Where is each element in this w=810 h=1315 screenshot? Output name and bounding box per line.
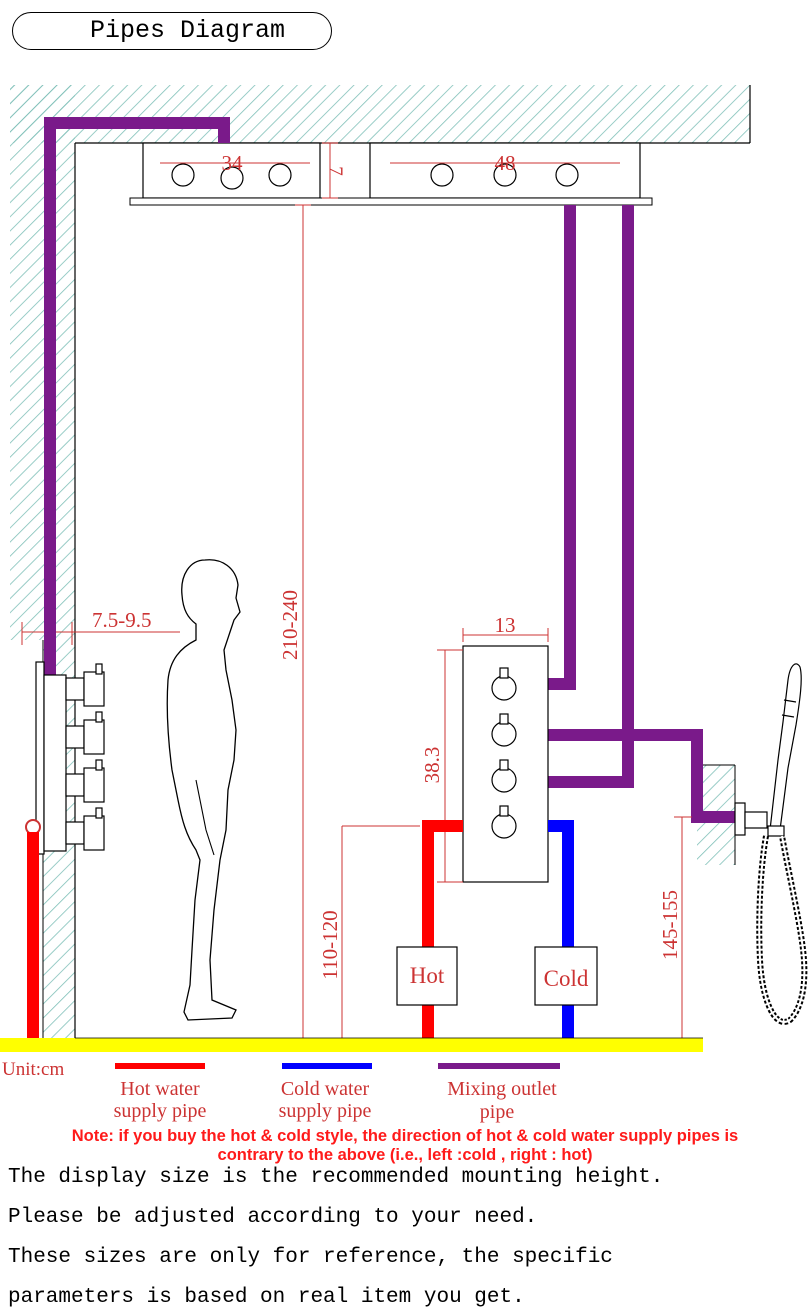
valve-dimension-lines bbox=[437, 628, 549, 883]
note-line-1: Note: if you buy the hot & cold style, t… bbox=[71, 1127, 739, 1145]
shower-hose-inner bbox=[758, 835, 806, 1023]
dim-wall-valve-depth: 7.5-9.5 bbox=[92, 608, 152, 632]
dim-ceiling-height: 210-240 bbox=[278, 590, 302, 660]
thermostatic-valve bbox=[462, 645, 549, 883]
dim-ceiling-panel-depth: 7 bbox=[325, 166, 346, 176]
hot-label: Hot bbox=[410, 963, 445, 988]
legend-mix-line2: pipe bbox=[480, 1101, 515, 1123]
wall-valve-side-view bbox=[25, 661, 105, 855]
hot-label-box bbox=[396, 946, 458, 1006]
note-line-2: contrary to the above (i.e., left :cold … bbox=[217, 1146, 593, 1164]
person-silhouette bbox=[166, 559, 241, 1021]
dim-valve-height: 38.3 bbox=[420, 747, 444, 784]
ceiling bbox=[10, 85, 751, 144]
ceiling-height-line bbox=[295, 204, 311, 1040]
person-arm bbox=[195, 779, 215, 856]
diagram-title: Pipes Diagram bbox=[90, 16, 286, 45]
info-line-1: The display size is the recommended moun… bbox=[8, 1166, 664, 1189]
left-wall bbox=[10, 85, 76, 1040]
legend-cold-line2: supply pipe bbox=[279, 1100, 372, 1122]
cold-label-box bbox=[534, 946, 598, 1006]
unit-label: Unit:cm bbox=[2, 1059, 64, 1080]
info-line-3: These sizes are only for reference, the … bbox=[8, 1246, 613, 1269]
handshower bbox=[734, 663, 802, 837]
cold-label: Cold bbox=[544, 966, 589, 991]
info-line-2: Please be adjusted according to your nee… bbox=[8, 1206, 538, 1229]
legend-hot-line2: supply pipe bbox=[114, 1100, 207, 1122]
dim-valve-width: 13 bbox=[495, 613, 516, 637]
cold-supply-pipe bbox=[548, 820, 574, 1040]
shower-hose bbox=[756, 835, 808, 1025]
ceiling-panel-right bbox=[369, 142, 641, 199]
valve-mount-height-line bbox=[341, 825, 420, 1040]
legend-mix-line1: Mixing outlet bbox=[447, 1078, 557, 1100]
dim-valve-mount-height: 110-120 bbox=[318, 910, 342, 979]
legend-hot-line1: Hot water bbox=[120, 1078, 200, 1100]
ceiling-panel-left bbox=[142, 142, 321, 199]
info-line-4: parameters is based on real item you get… bbox=[8, 1286, 525, 1309]
legend-cold-line1: Cold water bbox=[281, 1078, 370, 1100]
ceiling-trim bbox=[129, 197, 653, 206]
panel-dimension-lines bbox=[160, 142, 620, 199]
dim-panel-right-width: 48 bbox=[495, 151, 516, 175]
mixing-pipes bbox=[44, 117, 735, 823]
handshower-height-line bbox=[674, 816, 692, 1040]
title-frame bbox=[12, 12, 332, 50]
floor bbox=[0, 1038, 703, 1052]
dim-handshower-height: 145-155 bbox=[658, 890, 682, 960]
dim-panel-left-width: 34 bbox=[222, 151, 244, 175]
